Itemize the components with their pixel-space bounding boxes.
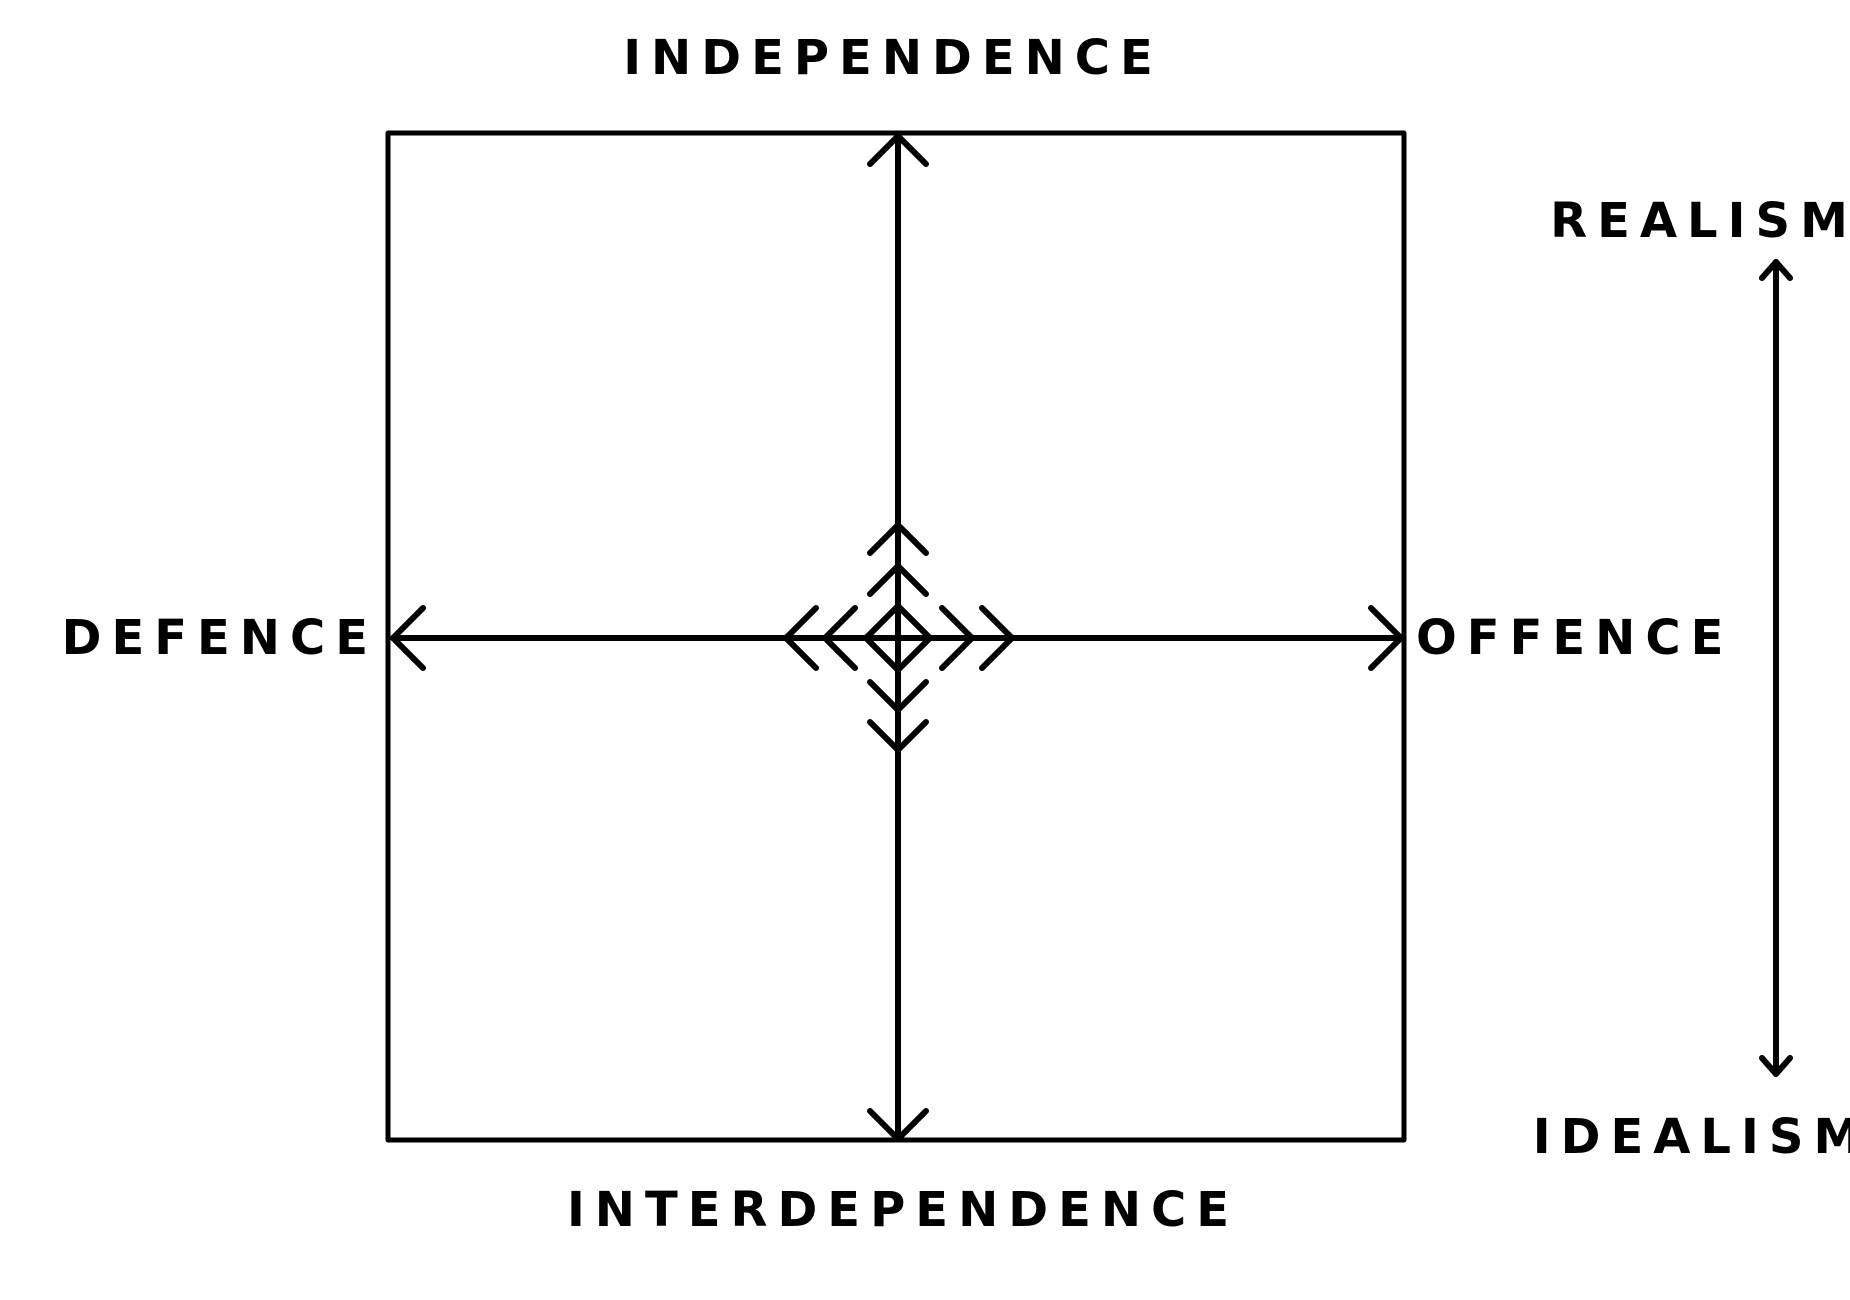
center-chevron-down-inner [867,679,929,713]
center-chevron-down-outer [867,719,929,753]
label-independence: INDEPENDENCE [623,30,1163,86]
label-defence: DEFENCE [61,610,378,666]
arrowhead-down-interdependence [867,1108,929,1142]
label-interdependence: INTERDEPENDENCE [566,1182,1240,1238]
center-chevron-up-inner [867,563,929,597]
center-chevron-up-outer [867,522,929,556]
label-realism: REALISM [1550,193,1850,249]
center-chevron-left-outer [783,605,819,671]
center-chevron-right-inner [939,605,975,671]
scale-arrowhead-up-realism [1759,259,1793,281]
arrowhead-right-offence [1368,605,1404,671]
scale-arrowhead-down-idealism [1759,1055,1793,1077]
arrowhead-left-defence [390,605,426,671]
center-diamond [863,603,933,673]
arrowhead-up-independence [867,133,929,167]
center-chevron-right-outer [979,605,1015,671]
label-offence: OFFENCE [1416,610,1734,666]
center-chevron-left-inner [822,605,858,671]
label-idealism: IDEALISM [1532,1109,1850,1165]
